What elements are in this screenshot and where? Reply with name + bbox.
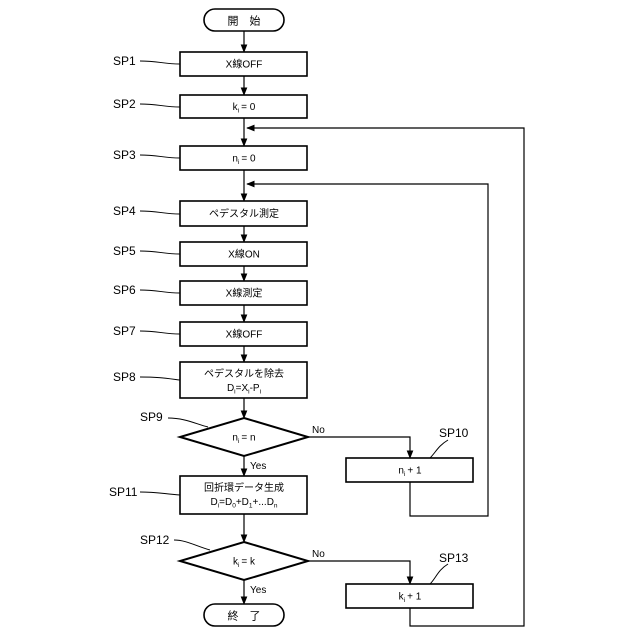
step-tag-sp12: SP12 xyxy=(140,533,170,547)
step-tag-sp11: SP11 xyxy=(109,485,138,499)
step-tag-sp8: SP8 xyxy=(113,370,136,384)
step-tag-sp7: SP7 xyxy=(113,324,136,338)
step-tag-sp6: SP6 xyxy=(113,283,136,297)
process-label-sp7: X線OFF xyxy=(226,328,263,341)
process-label-sp13: ki+ 1 xyxy=(399,592,422,605)
step-tag-sp2: SP2 xyxy=(113,97,136,111)
process-label-sp2: ki= 0 xyxy=(233,102,256,115)
process-label-sp10: ni+ 1 xyxy=(398,466,422,479)
process-label-sp1: X線OFF xyxy=(226,58,263,71)
step-tag-sp1: SP1 xyxy=(113,54,136,68)
process-label-sp3: ni= 0 xyxy=(232,154,256,167)
decision-label-sp12: ki= k xyxy=(233,557,256,570)
step-tag-sp13: SP13 xyxy=(439,551,469,565)
step-tag-sp4: SP4 xyxy=(113,204,136,218)
branch-yes-sp9: Yes xyxy=(250,461,266,472)
process-label-sp8: ペデスタルを除去 xyxy=(204,367,284,380)
process-label-sp5: X線ON xyxy=(228,248,260,261)
process-label-sp4: ペデスタル測定 xyxy=(209,207,279,220)
step-tag-sp5: SP5 xyxy=(113,244,136,258)
branch-no-sp9: No xyxy=(312,425,325,436)
process-label-sp11: 回折環データ生成 xyxy=(204,481,284,494)
step-tag-sp9: SP9 xyxy=(140,410,163,424)
end-label: 終 了 xyxy=(228,609,261,623)
process-formula-sp8: Di=Xi-Pi xyxy=(227,383,261,396)
process-box-sp11 xyxy=(180,476,307,514)
branch-no-sp12: No xyxy=(312,549,325,560)
process-label-sp6: X線測定 xyxy=(226,287,263,300)
decision-label-sp9: ni= n xyxy=(232,433,255,446)
step-tag-sp3: SP3 xyxy=(113,148,136,162)
step-tag-sp10: SP10 xyxy=(439,426,469,440)
process-formula-sp11: Di=D0+D1+...Dn xyxy=(210,497,277,510)
start-label: 開 始 xyxy=(228,14,261,28)
branch-yes-sp12: Yes xyxy=(250,585,266,596)
